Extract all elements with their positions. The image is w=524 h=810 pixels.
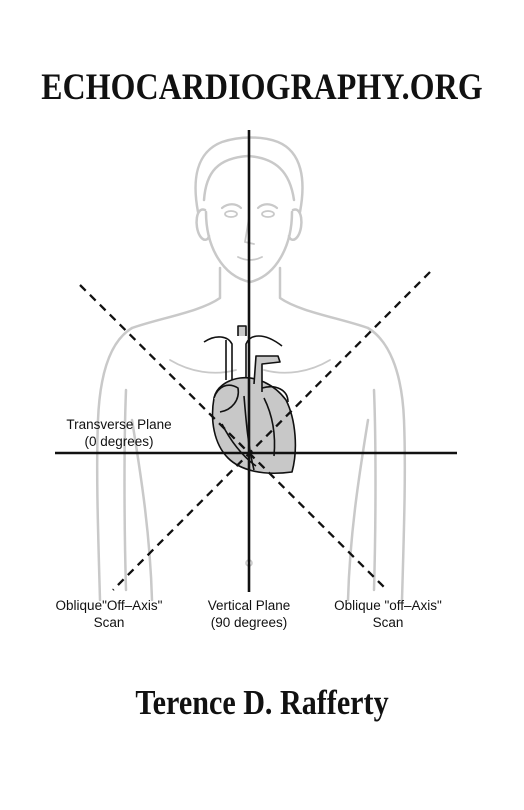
oblique-left-label: Oblique"Off–Axis" Scan [55,598,163,630]
human-torso-outline [95,136,407,602]
oblique-plane-line-right [79,284,388,591]
vertical-plane-label: Vertical Plane (90 degrees) [207,598,291,630]
oblique-scan-planes [79,271,431,591]
heart-icon [203,325,297,475]
cover-author: Terence D. Rafferty [135,683,389,722]
oblique-right-label: Oblique "off–Axis" Scan [334,598,442,630]
transverse-plane-label: Transverse Plane (0 degrees) [66,417,172,449]
cover-title: ECHOCARDIOGRAPHY.ORG [41,67,483,108]
oblique-plane-line-left [112,271,431,591]
